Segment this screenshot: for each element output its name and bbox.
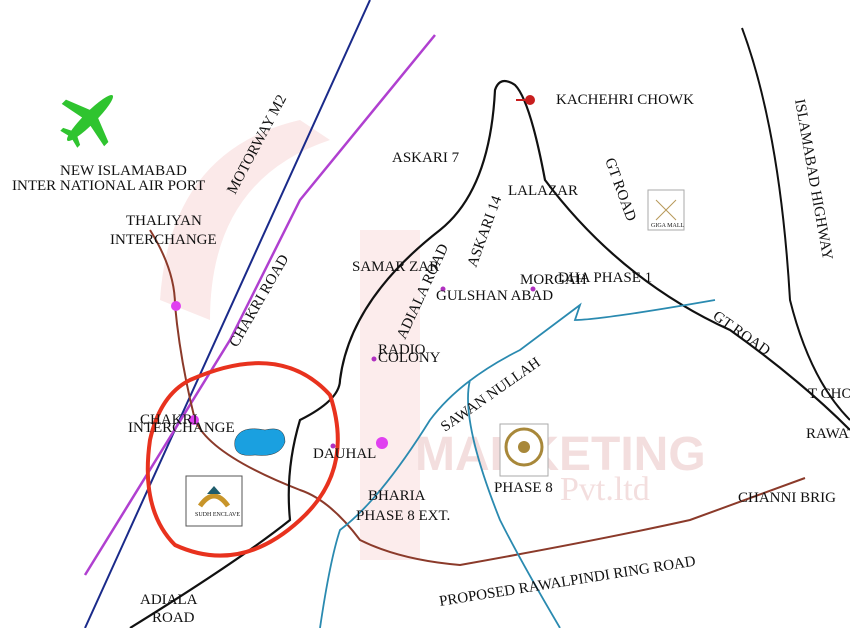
dauhal-dot — [330, 443, 336, 449]
kachehri-label: KACHEHRI CHOWK — [556, 92, 694, 108]
radio-colony-label: RADIO — [378, 342, 426, 358]
sudh-enclave-logo: SUDH ENCLAVE — [185, 475, 243, 527]
giga-mall-logo: GIGA MALL — [647, 189, 685, 231]
bharia-label-2: PHASE 8 EXT. — [356, 508, 450, 524]
chakri-road-label: CHAKRI ROAD — [227, 252, 293, 350]
samar-zar-label: SAMAR ZAR — [352, 259, 439, 275]
morgah-label: MORGAH — [520, 272, 587, 288]
bharia-label: BHARIA — [368, 488, 426, 504]
gulshan-dot — [440, 286, 446, 292]
thaliyan-label-2: INTERCHANGE — [110, 232, 217, 248]
radio-colony-label-2: COLONY — [378, 350, 441, 366]
islamabad-highway — [741, 27, 850, 421]
airplane-icon — [60, 94, 114, 148]
gt-road-label: GT ROAD — [601, 156, 639, 224]
t-chowk-label: T CHOW — [808, 386, 850, 402]
lalazar-label: LALAZAR — [508, 183, 578, 199]
phase8-label: PHASE 8 — [494, 480, 553, 496]
airport-label: NEW ISLAMABAD — [60, 163, 187, 179]
adiala-road — [129, 79, 850, 628]
channi-label: CHANNI BRIG — [738, 490, 836, 506]
watermark: MARKETING Pvt.ltd — [160, 120, 706, 560]
dauhal-label: DAUHAL — [313, 446, 376, 462]
gt-road-label-2: GT ROAD — [710, 308, 773, 359]
airport-label-2: INTER NATIONAL AIR PORT — [12, 178, 205, 194]
motorway-m2 — [84, 0, 371, 628]
purple-road — [83, 34, 436, 576]
morgah-dot — [530, 286, 536, 292]
askari14-label: ASKARI 14 — [465, 193, 506, 269]
gulshan-abad-label: GULSHAN ABAD — [436, 288, 553, 304]
chakri-interchange-label: CHAKRI — [140, 412, 198, 428]
svg-text:SUDH ENCLAVE: SUDH ENCLAVE — [195, 512, 240, 518]
adiala-bottom-label: ADIALA — [140, 592, 198, 608]
phase8-logo — [499, 423, 549, 477]
lake — [234, 428, 286, 456]
sawan-nullah — [319, 299, 716, 628]
ring-road — [149, 229, 806, 567]
islamabad-highway-label: ISLAMABAD HIGHWAY — [791, 98, 835, 262]
thaliyan-label: THALIYAN — [126, 213, 202, 229]
bharia-dot — [376, 437, 388, 449]
kachehri-pin-icon — [525, 95, 535, 105]
chakri-interchange-dot — [189, 415, 199, 425]
watermark-text-2: Pvt.ltd — [560, 471, 650, 508]
askari7-label: ASKARI 7 — [392, 150, 460, 166]
rawat-label: RAWAT — [806, 426, 850, 442]
highlight-circle — [145, 361, 340, 558]
svg-text:GIGA MALL: GIGA MALL — [651, 223, 684, 229]
dha-phase1-label: DHA PHASE 1 — [558, 270, 652, 286]
adiala-bottom-label-2: ROAD — [152, 610, 195, 626]
radio-dot — [371, 356, 377, 362]
chakri-interchange-label-2: INTERCHANGE — [128, 420, 235, 436]
watermark-text: MARKETING — [415, 428, 706, 481]
thaliyan-interchange-dot — [171, 301, 181, 311]
